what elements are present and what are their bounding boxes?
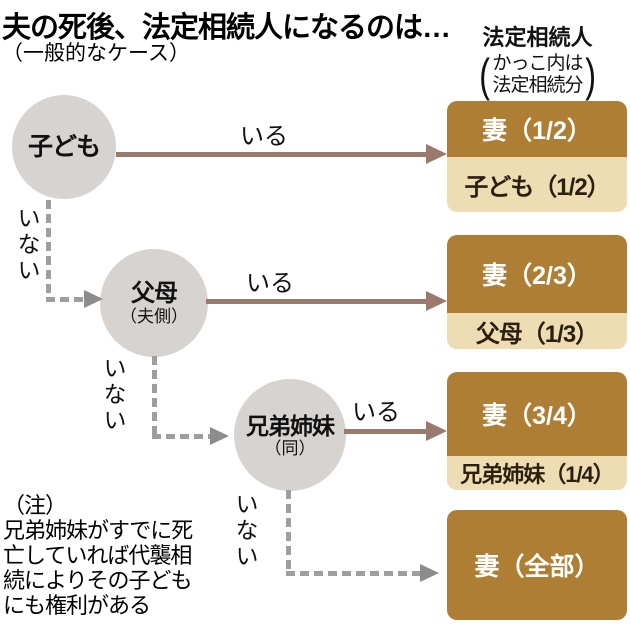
node-parents-label: 父母 (131, 279, 178, 307)
page-subtitle: （一般的なケース） (2, 42, 190, 65)
result-wife-share: 妻（1/2） (447, 101, 627, 157)
result-wife-share: 妻（2/3） (447, 235, 627, 313)
legend-note-line1: かっこ内は (492, 53, 583, 74)
open-paren: ( (479, 49, 491, 101)
dashed-arrow-head-icon (210, 427, 229, 445)
legend-note-lines: かっこ内は 法定相続分 (492, 53, 583, 97)
no-label-children: いない (14, 206, 40, 284)
node-children-label: 子ども (27, 133, 101, 161)
legend-note-line2: 法定相続分 (492, 75, 583, 96)
node-parents: 父母 （夫側） (100, 249, 208, 357)
no-label-parents: いない (100, 356, 126, 434)
arrow-children-yes-head-icon (426, 144, 447, 164)
node-siblings: 兄弟姉妹 （同） (234, 379, 346, 491)
dashed-path-children-no-horizontal (46, 297, 84, 302)
yes-label-children: いる (240, 123, 288, 150)
node-siblings-sublabel: （同） (264, 438, 316, 458)
node-siblings-label: 兄弟姉妹 (246, 412, 335, 439)
page-title: 夫の死後、法定相続人になるのは… (2, 12, 451, 44)
result-box-siblings: 妻（3/4） 兄弟姉妹（1/4） (447, 372, 627, 490)
legend-note: ( かっこ内は 法定相続分 ) (447, 49, 628, 101)
result-wife-share: 妻（3/4） (447, 372, 627, 456)
close-paren: ) (584, 49, 596, 101)
result-box-parents: 妻（2/3） 父母（1/3） (447, 235, 627, 349)
footnote-line: 亡していれば代襲相 (3, 543, 192, 568)
dashed-arrow-head-icon (420, 564, 439, 582)
legend-header: 法定相続人 ( かっこ内は 法定相続分 ) (447, 20, 628, 101)
result-wife-share: 妻（全部） (447, 510, 627, 620)
arrow-parents-yes-head-icon (426, 291, 447, 311)
yes-label-parents: いる (246, 270, 294, 297)
dashed-path-children-no-vertical (46, 200, 51, 302)
result-box-wife-all: 妻（全部） (447, 510, 627, 620)
result-box-children: 妻（1/2） 子ども（1/2） (447, 101, 627, 212)
node-parents-sublabel: （夫側） (120, 306, 188, 326)
dashed-path-parents-no-horizontal (152, 434, 210, 439)
dashed-arrow-head-icon (84, 290, 103, 308)
footnote-label: （注） (3, 493, 67, 518)
footnote-line: 兄弟姉妹がすでに死 (3, 518, 193, 543)
node-children: 子ども (12, 95, 116, 199)
result-other-share: 父母（1/3） (447, 313, 627, 349)
yes-label-siblings: いる (352, 399, 400, 426)
arrow-parents-yes (206, 299, 426, 304)
result-other-share: 兄弟姉妹（1/4） (447, 456, 627, 490)
dashed-path-siblings-no-horizontal (286, 571, 420, 576)
result-other-share: 子ども（1/2） (447, 157, 627, 212)
dashed-path-parents-no-vertical (152, 356, 157, 439)
no-label-siblings: いない (232, 492, 258, 570)
footnote-line: 続によりその子ども (3, 568, 193, 593)
legend-title: 法定相続人 (482, 25, 593, 50)
arrow-siblings-yes-head-icon (426, 421, 447, 441)
arrow-children-yes (116, 152, 426, 157)
dashed-path-siblings-no-vertical (286, 490, 291, 573)
arrow-siblings-yes (344, 429, 426, 434)
footnote-line: にも権利がある (3, 593, 151, 618)
footnote: （注） 兄弟姉妹がすでに死 亡していれば代襲相 続によりその子ども にも権利があ… (3, 493, 213, 618)
